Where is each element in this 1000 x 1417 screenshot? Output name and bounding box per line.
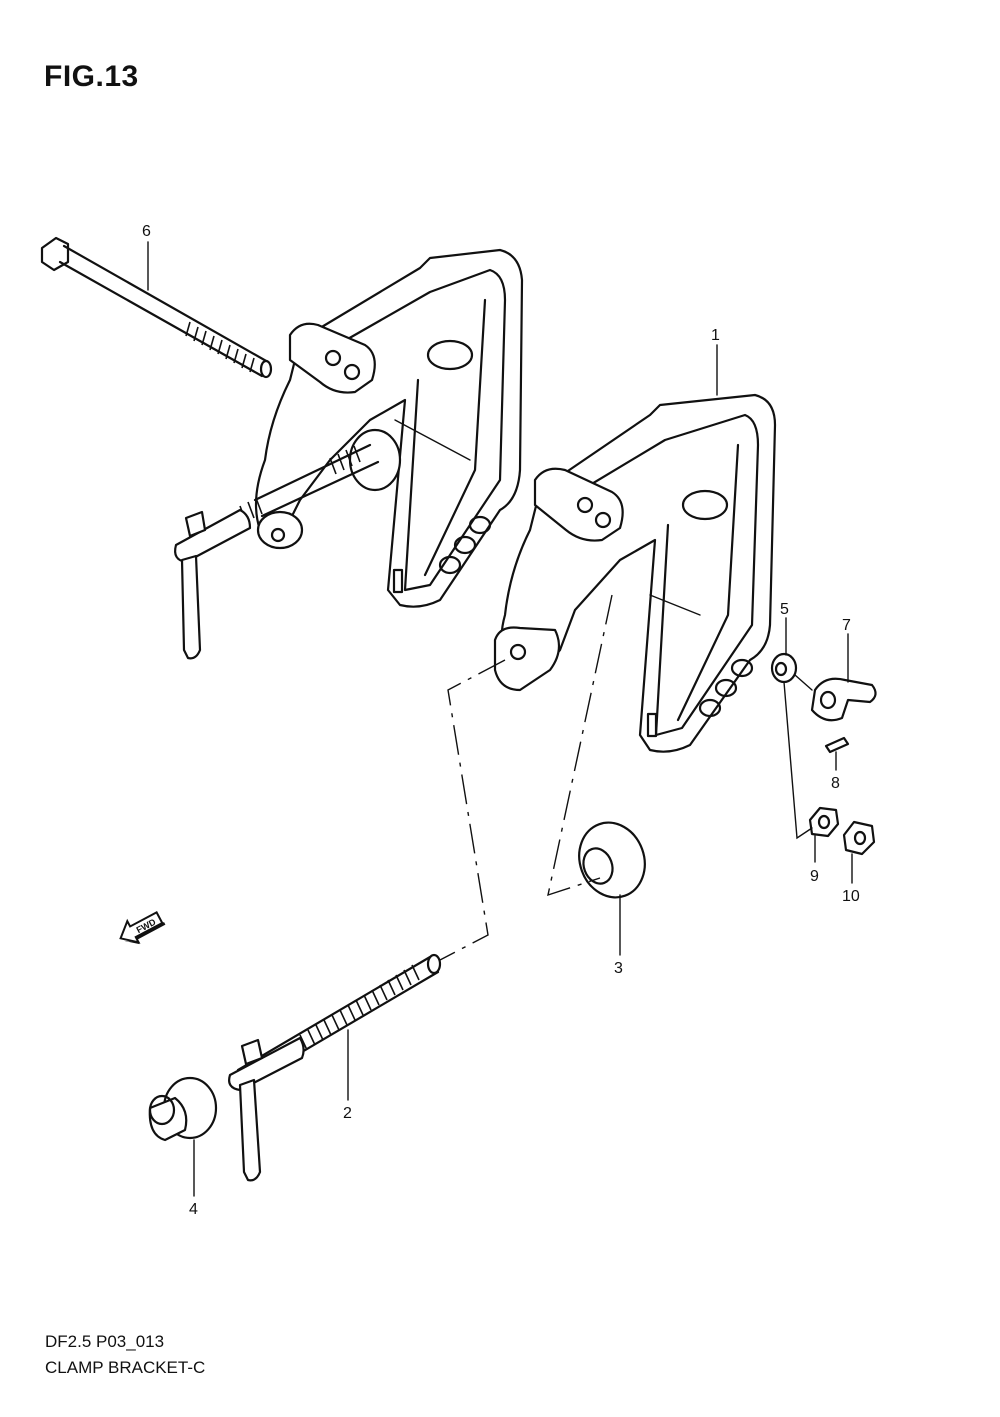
- callout-6: 6: [142, 223, 151, 240]
- part-8-pin[interactable]: [824, 736, 850, 754]
- left-clamp-bracket-assembly[interactable]: [174, 248, 524, 660]
- part-5-washer[interactable]: [770, 652, 798, 684]
- callout-1: 1: [711, 327, 720, 344]
- figure-code: DF2.5 P03_013: [45, 1332, 165, 1351]
- callout-7: 7: [842, 617, 851, 634]
- callout-labels: 6 1 5 7 8 9 10 3 2 4: [142, 223, 860, 1218]
- callout-5: 5: [780, 601, 789, 618]
- callout-2: 2: [343, 1105, 352, 1122]
- fwd-arrow-icon: FWD: [119, 911, 166, 945]
- callout-4: 4: [189, 1201, 198, 1218]
- part-7-wing-nut[interactable]: [810, 677, 877, 722]
- part-9-nut[interactable]: [808, 806, 840, 838]
- figure-name: CLAMP BRACKET-C: [45, 1358, 206, 1377]
- part-10-lock-nut[interactable]: [842, 820, 876, 856]
- callout-10: 10: [842, 888, 860, 905]
- part-3-clamp-pad[interactable]: [569, 813, 655, 906]
- part-4-bushing[interactable]: [148, 1076, 218, 1142]
- callout-9: 9: [810, 868, 819, 885]
- part-1-clamp-bracket[interactable]: [493, 393, 777, 753]
- figure-title: FIG.13: [44, 60, 139, 93]
- callout-8: 8: [831, 775, 840, 792]
- leader-lines: [147, 241, 853, 1197]
- assembly-guide-lines: [439, 594, 813, 961]
- part-6-long-bolt[interactable]: [40, 236, 273, 379]
- callout-3: 3: [614, 960, 623, 977]
- part-2-clamp-screw[interactable]: [228, 953, 442, 1182]
